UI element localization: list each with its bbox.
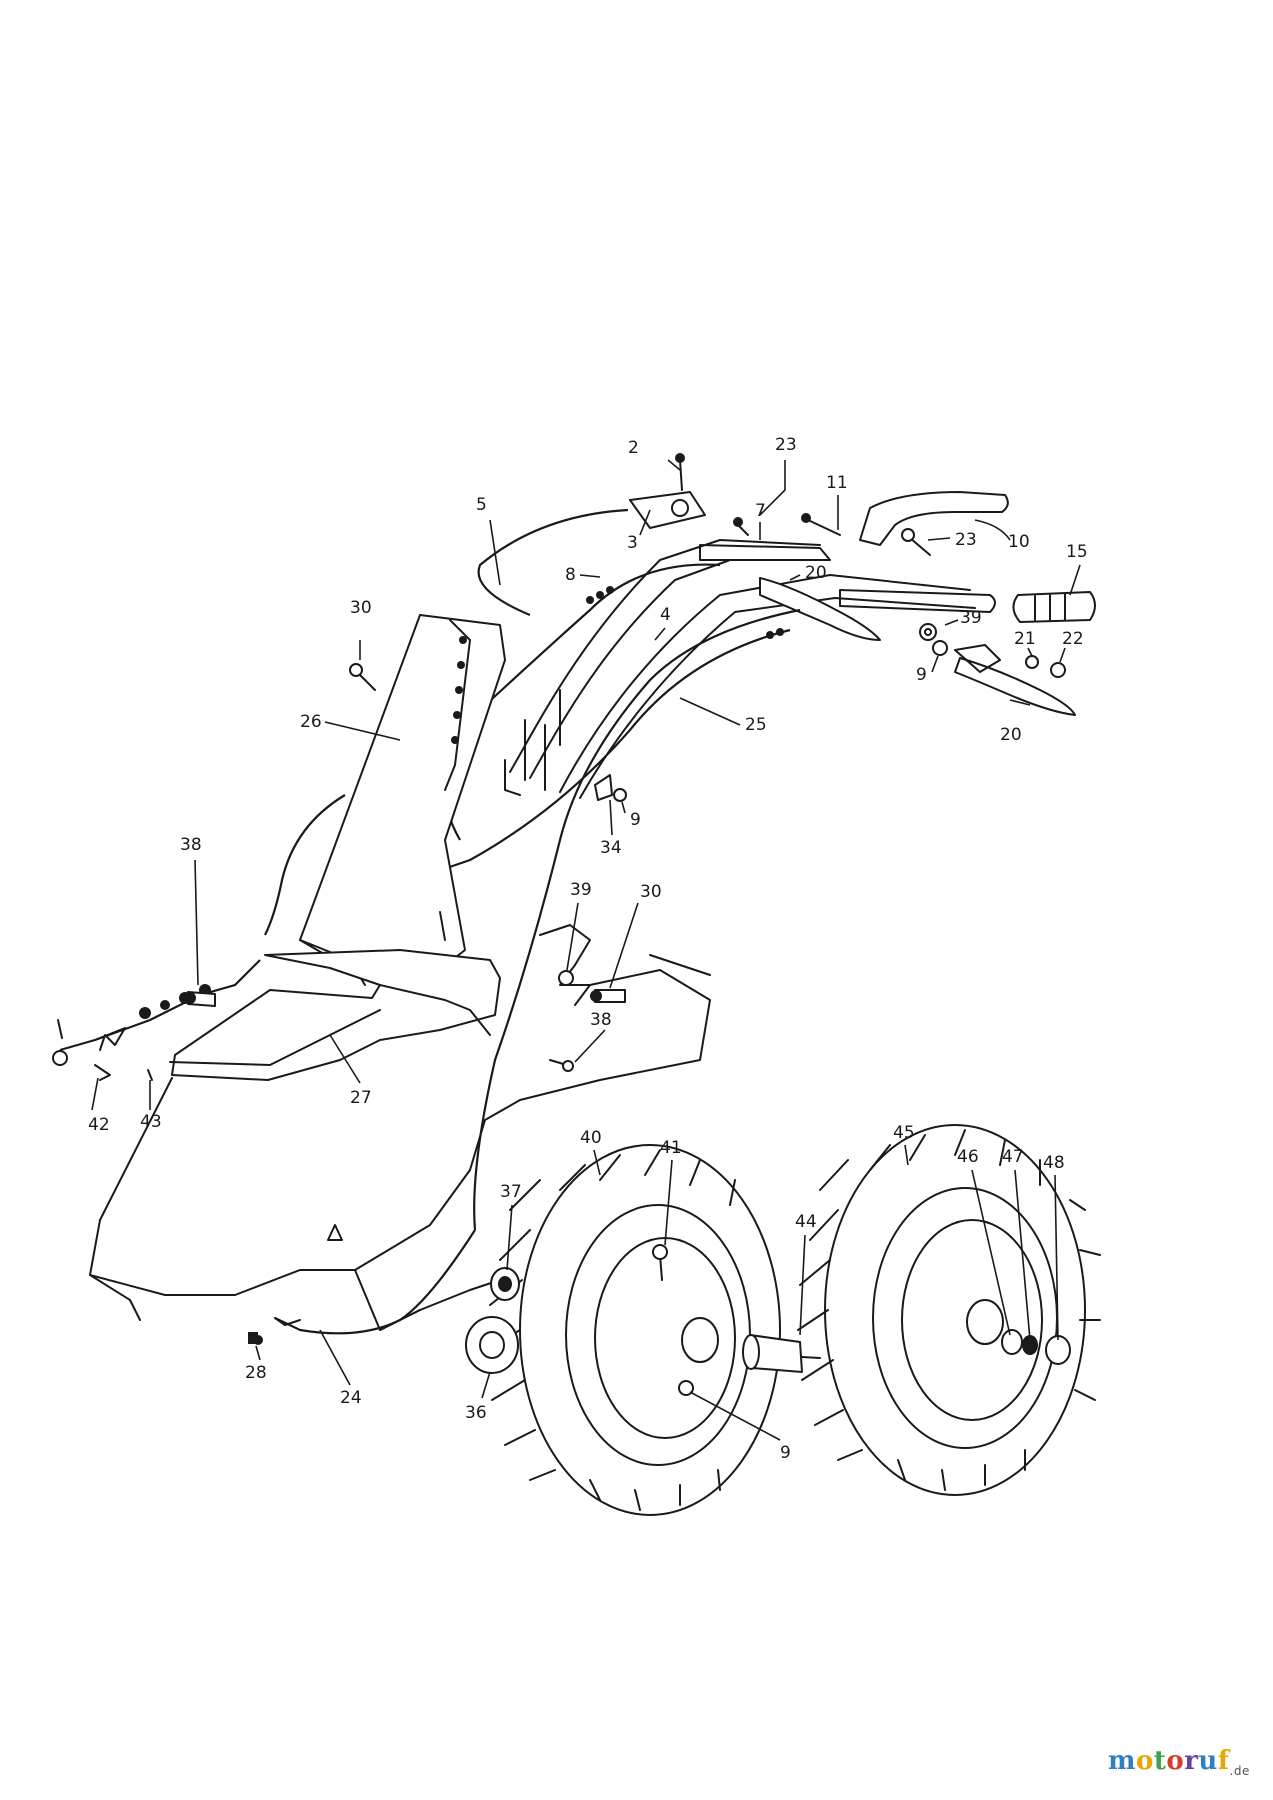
- label-part-3: 3: [627, 533, 638, 553]
- label-part-20b: 20: [1000, 725, 1022, 745]
- label-part-11: 11: [826, 473, 848, 493]
- label-part-48: 48: [1043, 1153, 1065, 1173]
- watermark-suffix: .de: [1229, 1764, 1250, 1779]
- label-part-39a: 39: [960, 608, 982, 628]
- right-wheel: [797, 1124, 1101, 1496]
- label-part-45: 45: [893, 1123, 915, 1143]
- label-part-41: 41: [660, 1138, 682, 1158]
- label-part-26: 26: [300, 712, 322, 732]
- label-part-39b: 39: [570, 880, 592, 900]
- label-part-40: 40: [580, 1128, 602, 1148]
- label-part-37: 37: [500, 1182, 522, 1202]
- label-part-21: 21: [1014, 629, 1036, 649]
- label-part-23b: 23: [955, 530, 977, 550]
- left-wheel: [248, 1144, 821, 1516]
- label-part-38a: 38: [180, 835, 202, 855]
- label-part-27: 27: [350, 1088, 372, 1108]
- label-part-34: 34: [600, 838, 622, 858]
- label-part-47: 47: [1002, 1147, 1024, 1167]
- label-part-24: 24: [340, 1388, 362, 1408]
- label-part-9b: 9: [630, 810, 641, 830]
- label-part-22: 22: [1062, 629, 1084, 649]
- spring-assembly: [52, 959, 261, 1081]
- label-part-5: 5: [476, 495, 487, 515]
- label-part-25: 25: [745, 715, 767, 735]
- label-part-23a: 23: [775, 435, 797, 455]
- label-part-9c: 9: [780, 1443, 791, 1463]
- label-part-15: 15: [1066, 542, 1088, 562]
- label-part-36: 36: [465, 1403, 487, 1423]
- frame-column: [264, 614, 506, 986]
- label-part-2: 2: [628, 438, 639, 458]
- label-part-42: 42: [88, 1115, 110, 1135]
- label-part-7: 7: [755, 501, 766, 521]
- label-part-44: 44: [795, 1212, 817, 1232]
- label-part-46: 46: [957, 1147, 979, 1167]
- handlebar-assembly: [329, 453, 1096, 1231]
- label-part-30b: 30: [640, 882, 662, 902]
- label-part-9a: 9: [916, 665, 927, 685]
- lower-cable: [253, 970, 626, 1345]
- part-labels: 2 23 11 5 3 7 23 10 15 8 20 30 4 39 21 2…: [88, 435, 1088, 1463]
- label-part-30a: 30: [350, 598, 372, 618]
- leader-lines: [91, 459, 1081, 1441]
- label-part-43: 43: [140, 1112, 162, 1132]
- label-part-28: 28: [245, 1363, 267, 1383]
- label-part-10: 10: [1008, 532, 1030, 552]
- label-part-20a: 20: [805, 563, 827, 583]
- label-part-8: 8: [565, 565, 576, 585]
- label-part-38b: 38: [590, 1010, 612, 1030]
- label-part-4: 4: [660, 605, 671, 625]
- motoruf-watermark: motorufmotoruf.de: [1108, 1746, 1250, 1779]
